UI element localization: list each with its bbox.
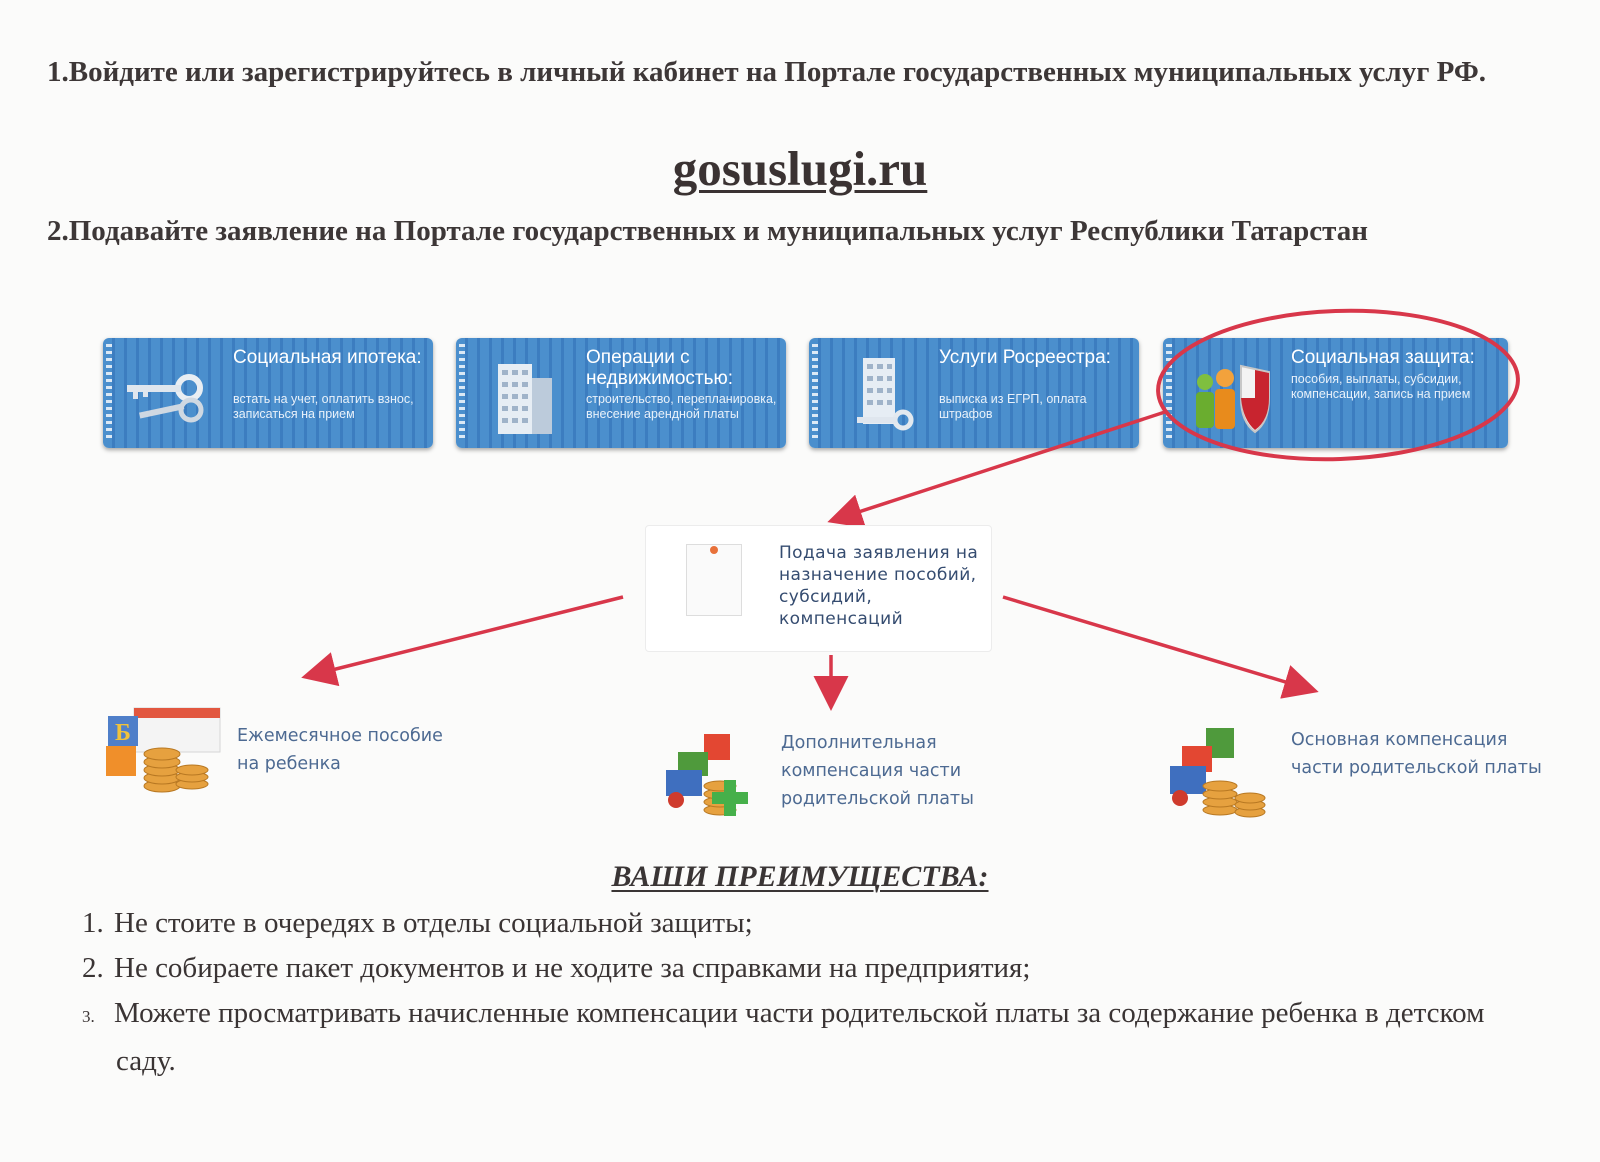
- tile-spiral: [1166, 344, 1172, 442]
- keys-icon: [127, 374, 204, 423]
- tile-title: Операции с недвижимостью:: [586, 347, 734, 389]
- advantage-number: 3.: [82, 1007, 95, 1026]
- tile-title: Социальная ипотека:: [233, 347, 422, 368]
- advantage-item: 3. Можете просматривать начисленные компе…: [82, 991, 1516, 1084]
- advantage-number: 2.: [82, 952, 104, 984]
- tile-rosreestr[interactable]: Услуги Росреестра: выписка из ЕГРП, опла…: [809, 338, 1139, 448]
- arrow-to-left: [301, 595, 624, 687]
- tile-spiral: [812, 344, 818, 442]
- step-1-text: 1.Войдите или зарегистрируйтесь в личный…: [47, 56, 1486, 88]
- outcome-additional-compensation[interactable]: Дополнительная компенсация части родител…: [781, 733, 974, 809]
- advantage-text: Не собираете пакет документов и не ходит…: [114, 952, 1031, 984]
- tile-social-protection[interactable]: Социальная защита: пособия, выплаты, суб…: [1163, 338, 1508, 448]
- tile-title: Социальная защита:: [1291, 347, 1475, 368]
- family-shield-icon: [1196, 364, 1270, 434]
- application-card[interactable]: Подача заявления на назначение пособий, …: [645, 525, 992, 652]
- tile-subtitle: выписка из ЕГРП, оплата штрафов: [939, 392, 1087, 421]
- application-card-text: Подача заявления на назначение пособий, …: [779, 543, 979, 629]
- tile-spiral: [106, 344, 112, 442]
- arrow-to-right: [1002, 595, 1319, 699]
- advantage-text: Не стоите в очередях в отделы социальной…: [114, 907, 753, 939]
- tile-title: Услуги Росреестра:: [939, 347, 1111, 368]
- advantage-item: 1. Не стоите в очередях в отделы социальн…: [82, 901, 1512, 946]
- site-link[interactable]: gosuslugi.ru: [672, 141, 928, 196]
- advantages-title: ВАШИ ПРЕИМУЩЕСТВА:: [611, 860, 989, 893]
- tile-subtitle: пособия, выплаты, субсидии, компенсации,…: [1291, 372, 1471, 401]
- coins-blocks-icon: Б: [106, 707, 221, 793]
- toys-coins-plus-icon: [666, 734, 748, 816]
- advantage-item: 2. Не собираете пакет документов и не ход…: [82, 946, 1512, 991]
- tile-real-estate[interactable]: Операции с недвижимостью: строительство,…: [456, 338, 786, 448]
- highlight-ellipse: [1156, 308, 1520, 462]
- building-keys-icon: [857, 358, 914, 431]
- arrow-to-center: [827, 410, 1166, 528]
- toys-coins-icon: [1170, 728, 1266, 818]
- building-icon: [498, 364, 552, 434]
- pin-icon: [710, 546, 718, 554]
- tile-social-mortgage[interactable]: Социальная ипотека: встать на учет, опла…: [103, 338, 433, 448]
- outcome-basic-compensation[interactable]: Основная компенсация части родительской …: [1291, 730, 1542, 778]
- advantage-text: Можете просматривать начисленные компенс…: [114, 997, 1485, 1077]
- tile-subtitle: строительство, перепланировка, внесение …: [586, 392, 777, 421]
- document-icon: [686, 544, 742, 616]
- tile-spiral: [459, 344, 465, 442]
- tile-subtitle: встать на учет, оплатить взнос, записать…: [233, 392, 414, 421]
- svg-text:Б: Б: [115, 720, 131, 746]
- advantage-number: 1.: [82, 907, 104, 939]
- outcome-monthly-allowance[interactable]: Ежемесячное пособие на ребенка: [237, 726, 443, 774]
- step-2-text: 2.Подавайте заявление на Портале государ…: [47, 215, 1368, 247]
